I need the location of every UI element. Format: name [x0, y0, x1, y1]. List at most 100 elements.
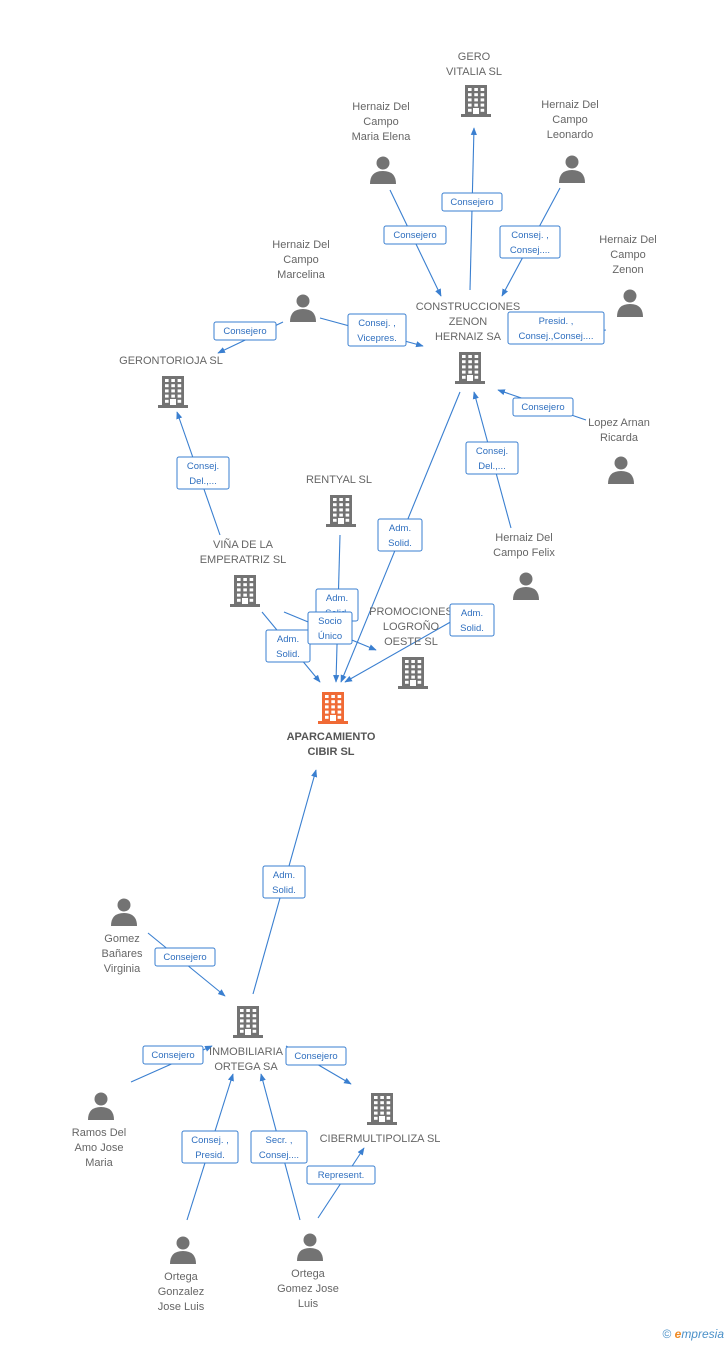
- copyright-symbol: ©: [662, 1327, 672, 1341]
- person-icon: [608, 456, 634, 484]
- node-label-line: Bañares: [102, 948, 143, 960]
- node-label: RENTYAL SL: [306, 474, 372, 486]
- node-label-line: CIBIR SL: [307, 746, 354, 758]
- building-icon: [326, 495, 356, 527]
- node-label-line: LOGROÑO: [383, 620, 440, 633]
- edge-label[interactable]: Consej. , Vicepres.: [347, 313, 407, 347]
- node-label-line: Lopez Arnan: [588, 417, 650, 429]
- person-icon: [170, 1236, 196, 1264]
- building-icon: [398, 657, 428, 689]
- edge-label[interactable]: Consejero: [142, 1045, 204, 1065]
- node-label-line: GERONTORIOJA SL: [119, 355, 223, 367]
- edge-label[interactable]: Adm.Solid.: [449, 603, 495, 637]
- node-label-line: Amo Jose: [75, 1142, 124, 1154]
- building-icon: [233, 1006, 263, 1038]
- node-label: GERONTORIOJA SL: [119, 355, 223, 367]
- edge-label-text: Socio: [318, 616, 342, 627]
- edge-label[interactable]: Consejero: [285, 1046, 347, 1066]
- node-label-line: Luis: [298, 1298, 319, 1310]
- node-label: CIBERMULTIPOLIZA SL: [320, 1133, 441, 1145]
- edge-label[interactable]: Consejero: [213, 321, 277, 341]
- edge-label[interactable]: Adm. Solid.: [265, 629, 311, 663]
- edge-label-box: [441, 192, 503, 212]
- edge-label-text: Adm.: [277, 634, 299, 645]
- person-icon: [617, 289, 643, 317]
- node-cibermultipoliza[interactable]: CIBERMULTIPOLIZA SL: [320, 1093, 441, 1145]
- node-gerontorioja[interactable]: GERONTORIOJA SL: [119, 355, 223, 408]
- node-label-line: CIBERMULTIPOLIZA SL: [320, 1133, 441, 1145]
- footer-brand[interactable]: © empresia: [662, 1327, 724, 1341]
- edge-label-box: [507, 311, 605, 345]
- edge-label-text: Vicepres.: [357, 333, 396, 344]
- person-icon: [513, 572, 539, 600]
- node-label-line: CONSTRUCCIONES: [416, 301, 521, 313]
- edge-label[interactable]: Adm.Solid.: [377, 518, 423, 552]
- edge-label[interactable]: Consejero: [441, 192, 503, 212]
- edge-label[interactable]: Consej. ,Presid.: [181, 1130, 239, 1164]
- edge-label-text: Solid.: [460, 623, 484, 634]
- edge-label-box: [262, 865, 306, 899]
- edge-label-box: [377, 518, 423, 552]
- edge-label-box: [265, 629, 311, 663]
- node-label-line: Ortega: [291, 1268, 326, 1280]
- person-icon: [297, 1233, 323, 1261]
- edge-label[interactable]: Consejero: [512, 397, 574, 417]
- person-icon: [111, 898, 137, 926]
- edge-label-text: Presid.: [195, 1150, 225, 1161]
- edge-label-text: Consejero: [294, 1051, 337, 1062]
- edge-label-text: Consej....: [259, 1150, 299, 1161]
- edge-label[interactable]: Consej. ,Consej....: [499, 225, 561, 259]
- edge-label-text: Secr. ,: [266, 1135, 293, 1146]
- node-rentyal[interactable]: RENTYAL SL: [306, 474, 372, 527]
- edge-label[interactable]: Represent.: [306, 1165, 376, 1185]
- edge-label-text: Del.,...: [189, 476, 216, 487]
- node-label-line: Maria Elena: [352, 131, 412, 143]
- node-label-line: PROMOCIONES: [369, 606, 453, 618]
- edge-label[interactable]: Adm.Solid.: [262, 865, 306, 899]
- node-label-line: Hernaiz Del: [352, 101, 409, 113]
- building-icon: [367, 1093, 397, 1125]
- edge-label[interactable]: Consejero: [383, 225, 447, 245]
- edge-label[interactable]: Secr. , Consej....: [250, 1130, 308, 1164]
- edge-label[interactable]: Presid. ,Consej.,Consej....: [507, 311, 605, 345]
- edge-label-text: Consej. ,: [358, 318, 396, 329]
- edge-label-text: Solid.: [276, 649, 300, 660]
- edge-label[interactable]: Consejero: [154, 947, 216, 967]
- edge-label[interactable]: Consej.Del.,...: [465, 441, 519, 475]
- edge-label[interactable]: Consej.Del.,...: [176, 456, 230, 490]
- node-label-line: Leonardo: [547, 129, 594, 141]
- building-icon: [158, 376, 188, 408]
- edge-label-text: Solid.: [272, 885, 296, 896]
- edge-label-text: Consej. ,: [511, 230, 549, 241]
- edge-label-box: [449, 603, 495, 637]
- person-icon: [559, 155, 585, 183]
- building-icon: [455, 352, 485, 384]
- node-label-line: APARCAMIENTO: [287, 731, 376, 743]
- node-label-line: Maria: [85, 1157, 113, 1169]
- node-label-line: Gomez Jose: [277, 1283, 339, 1295]
- node-aparcamiento[interactable]: APARCAMIENTO CIBIR SL: [287, 692, 376, 758]
- edge-label-text: Consejero: [163, 952, 206, 963]
